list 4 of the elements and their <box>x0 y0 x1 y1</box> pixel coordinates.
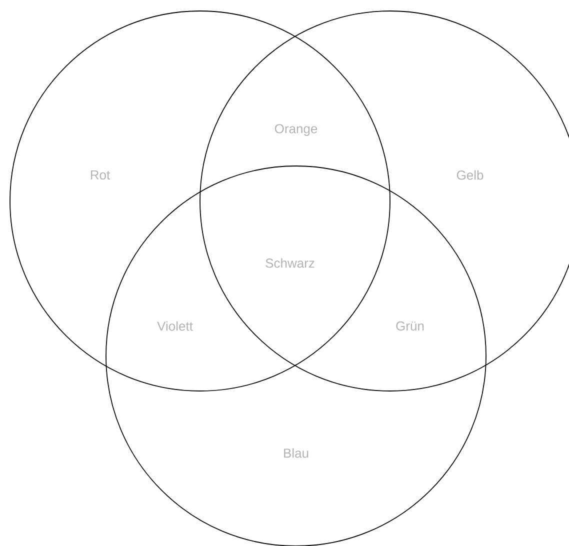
region-label: Violett <box>157 321 193 331</box>
region-label: Schwarz <box>266 258 314 268</box>
region-label: Grün <box>396 321 424 331</box>
region-label: Orange <box>274 124 318 136</box>
